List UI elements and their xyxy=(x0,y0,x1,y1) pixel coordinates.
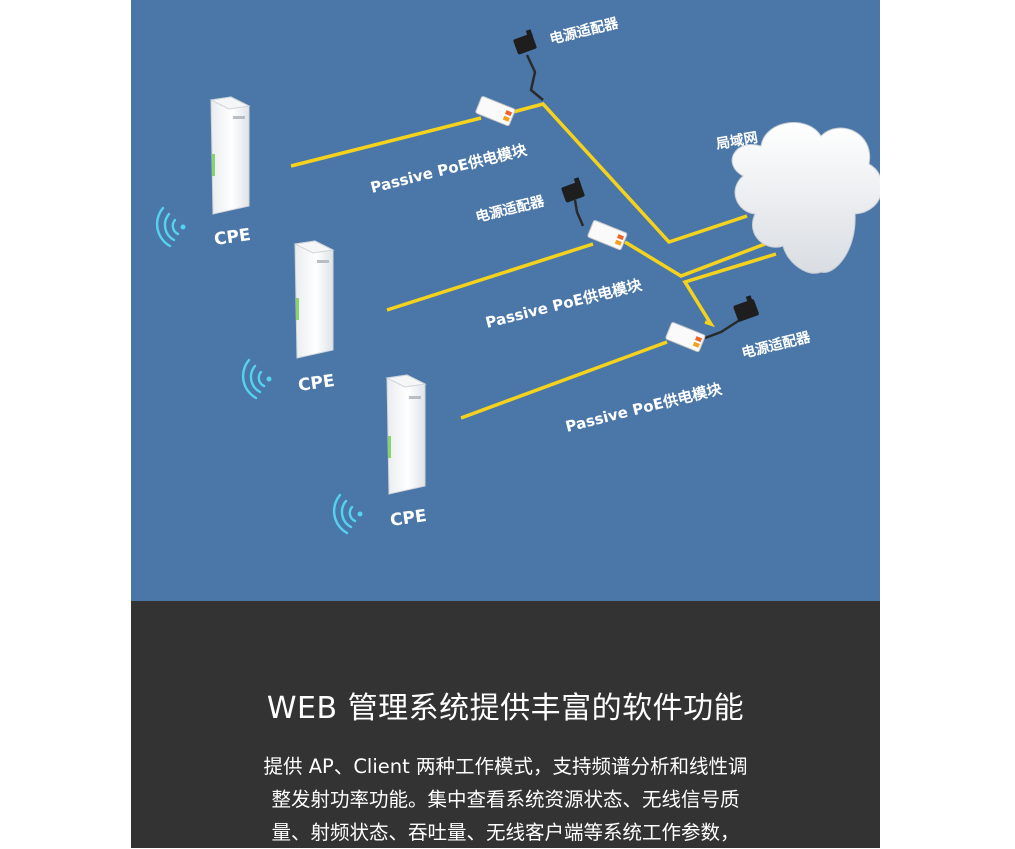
info-section: WEB 管理系统提供丰富的软件功能 提供 AP、Client 两种工作模式，支持… xyxy=(131,601,880,848)
power-cord-3 xyxy=(704,316,744,340)
cloud-icon xyxy=(731,122,880,274)
cpe-label: CPE xyxy=(389,506,428,531)
power-cord-2 xyxy=(573,199,585,227)
cpe-label: CPE xyxy=(213,225,252,250)
power-adapter-icon xyxy=(513,29,537,55)
wifi-icon xyxy=(155,206,186,248)
poe-module-label: Passive PoE供电模块 xyxy=(564,379,725,436)
wifi-icon xyxy=(332,493,363,535)
cpe-cable-2 xyxy=(386,242,594,312)
description-line: 提供 AP、Client 两种工作模式，支持频谱分析和线性调 xyxy=(263,755,748,778)
cpe-cable-3 xyxy=(460,340,668,420)
power-adapter-label: 电源适配器 xyxy=(474,192,547,226)
network-diagram: CPE CPE CPE Passive PoE供电模块 Passive PoE供… xyxy=(131,0,880,601)
lan-cable-2 xyxy=(624,240,766,278)
wifi-icon xyxy=(241,358,272,400)
description-line: 量、射频状态、吞吐量、无线客户端等系统工作参数， xyxy=(271,821,740,844)
cpe-label: CPE xyxy=(297,371,336,396)
poe-module-label: Passive PoE供电模块 xyxy=(369,140,530,197)
cpe-device-icon xyxy=(209,96,251,215)
power-adapter-label: 电源适配器 xyxy=(548,14,621,48)
description-line: 整发射功率功能。集中查看系统资源状态、无线信号质 xyxy=(271,788,740,811)
cpe-device-icon xyxy=(385,374,427,495)
poe-module-icon xyxy=(475,96,516,127)
section-title: WEB 管理系统提供丰富的软件功能 xyxy=(266,691,745,726)
cpe-cable-1 xyxy=(290,116,482,168)
lan-cable-1 xyxy=(512,102,748,245)
poe-module-label: Passive PoE供电模块 xyxy=(484,275,645,332)
power-adapter-label: 电源适配器 xyxy=(740,328,813,362)
diagram-canvas: CPE CPE CPE Passive PoE供电模块 Passive PoE供… xyxy=(155,14,880,535)
power-adapter-icon xyxy=(733,295,759,322)
power-cord-1 xyxy=(525,54,544,101)
feature-panel: CPE CPE CPE Passive PoE供电模块 Passive PoE供… xyxy=(131,0,880,848)
poe-module-icon xyxy=(665,322,706,353)
lan-cable-3 xyxy=(682,252,777,328)
section-description: 提供 AP、Client 两种工作模式，支持频谱分析和线性调 整发射功率功能。集… xyxy=(221,750,790,849)
cpe-device-icon xyxy=(293,240,335,359)
poe-module-icon xyxy=(587,220,628,251)
power-adapter-icon xyxy=(561,177,585,203)
